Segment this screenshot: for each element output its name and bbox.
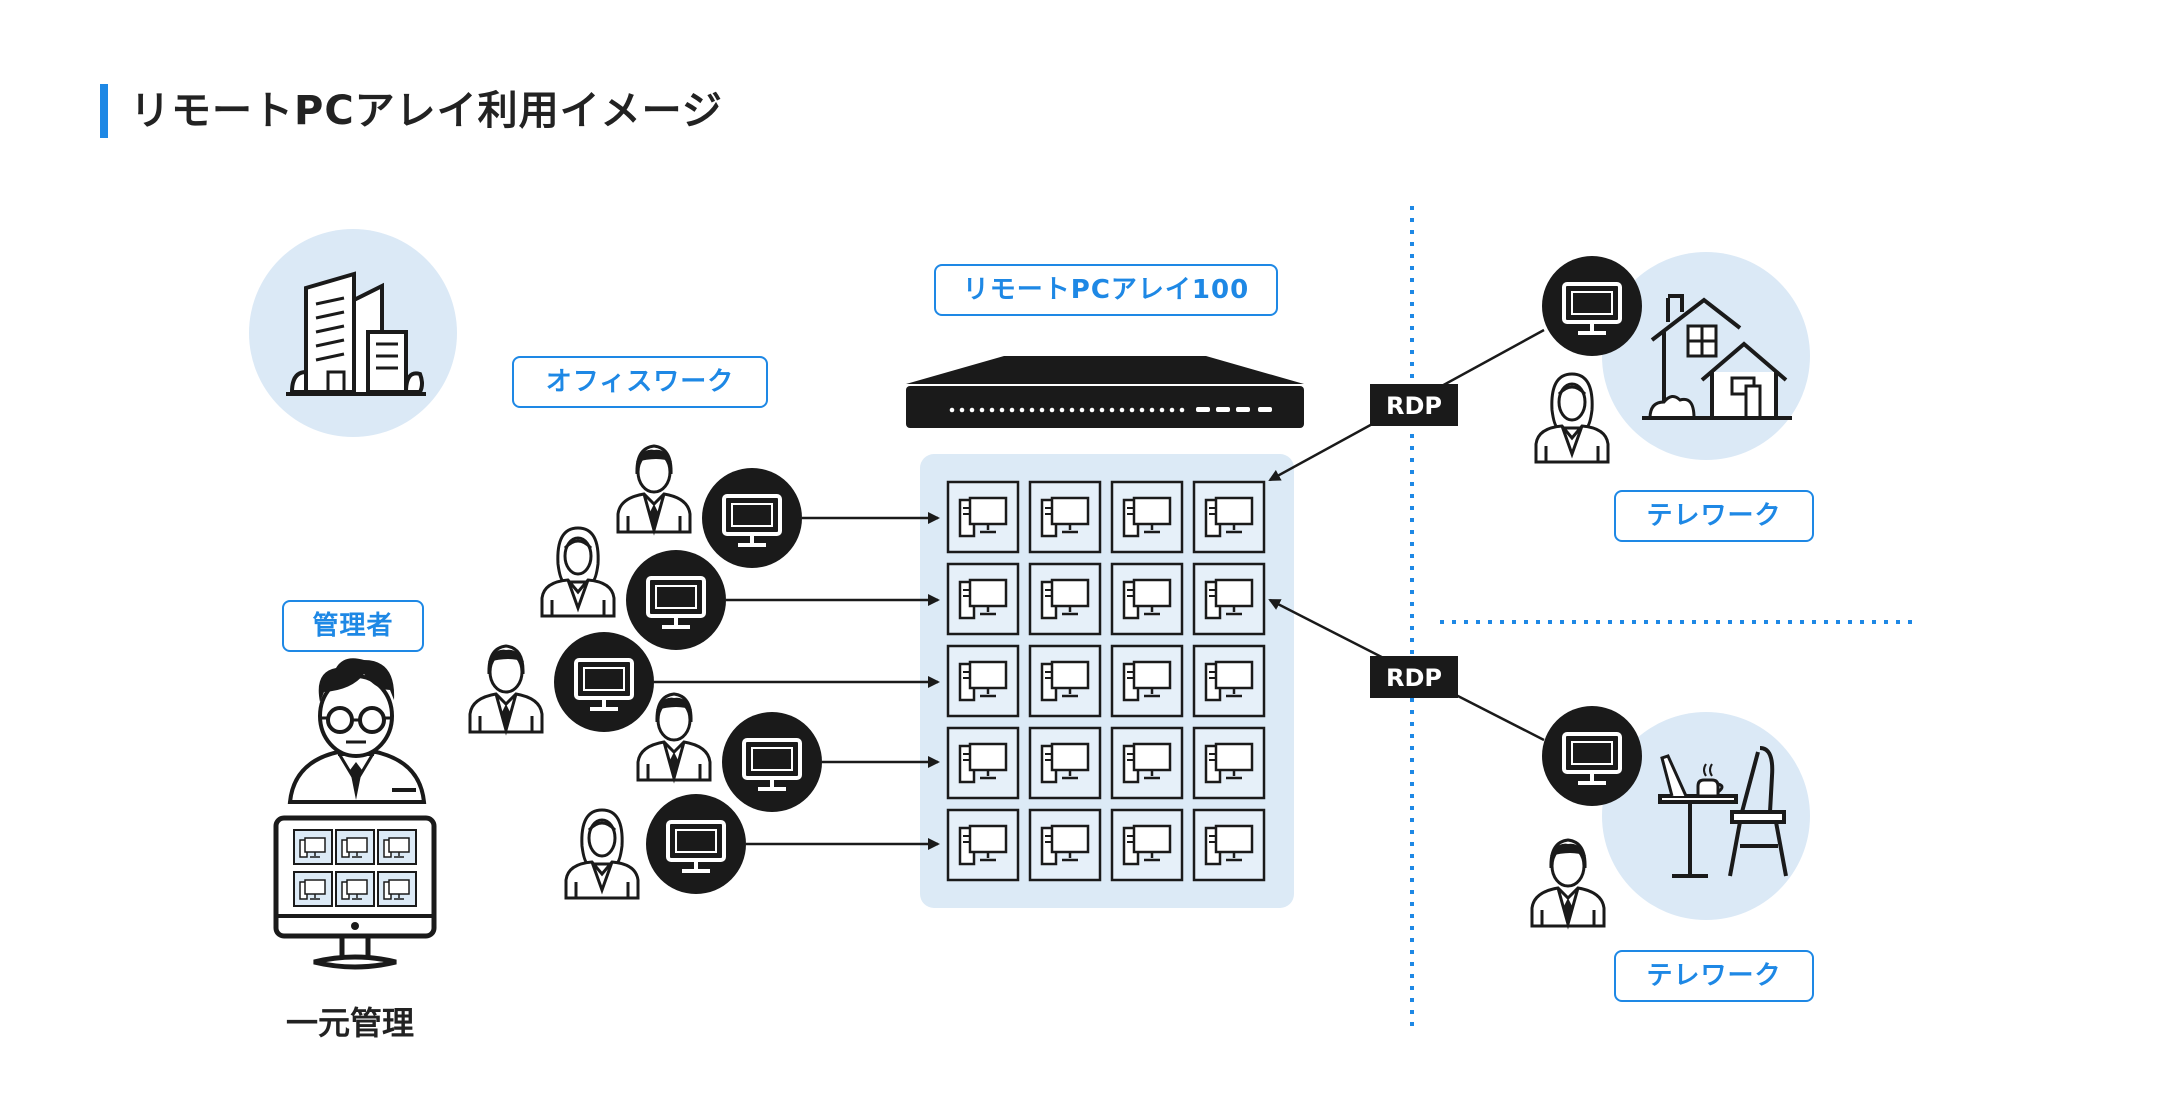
house-icon: [1602, 252, 1810, 460]
admin-person-icon: [287, 658, 427, 804]
office-worker-icon: [564, 808, 640, 900]
rdp-badge-upper: RDP: [1370, 384, 1458, 426]
teleworker-icon: [1534, 372, 1610, 464]
admin-label: 管理者: [282, 600, 424, 652]
office-worker-icon: [468, 644, 544, 734]
rdp-badge-lower: RDP: [1370, 656, 1458, 698]
admin-monitor-icon: [273, 815, 437, 970]
monitor-icon: [1540, 254, 1644, 358]
telework-cafe-label: テレワーク: [1614, 950, 1814, 1002]
office-worker-icon: [616, 444, 692, 534]
office-work-label: オフィスワーク: [512, 356, 768, 408]
building-icon: [249, 229, 457, 437]
monitor-icon: [552, 630, 656, 734]
monitor-icon: [624, 548, 728, 652]
rdp-label-lower: RDP: [1386, 664, 1442, 692]
office-worker-icon: [636, 692, 712, 782]
cafe-icon: [1602, 712, 1810, 920]
server-icon: [906, 356, 1304, 428]
office-worker-icon: [540, 526, 616, 618]
central-management-caption: 一元管理: [286, 1004, 415, 1042]
appliance-label: リモートPCアレイ100: [934, 264, 1278, 316]
telework-home-label: テレワーク: [1614, 490, 1814, 542]
rdp-label-upper: RDP: [1386, 392, 1442, 420]
monitor-icon: [644, 792, 748, 896]
monitor-icon: [700, 466, 804, 570]
page-title: リモートPCアレイ利用イメージ: [100, 84, 723, 138]
teleworker-icon: [1530, 838, 1606, 928]
monitor-icon: [1540, 704, 1644, 808]
office-connections: [552, 466, 940, 896]
monitor-icon: [720, 710, 824, 814]
